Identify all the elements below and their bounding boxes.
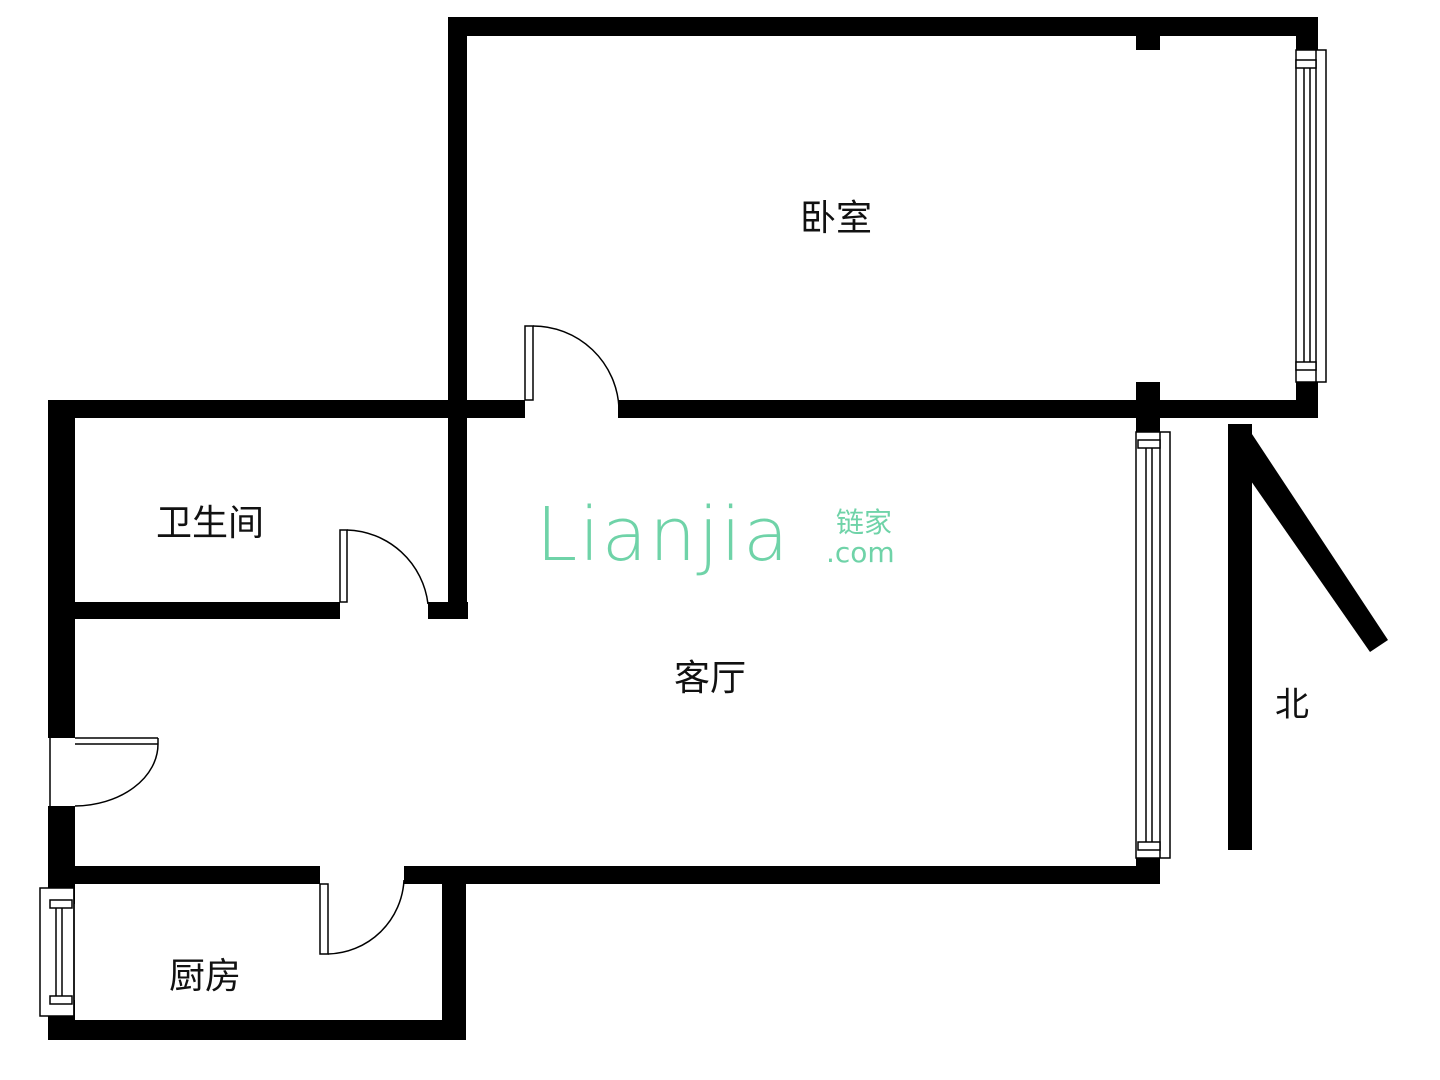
door-kitchen	[319, 879, 405, 955]
room-label-bedroom: 卧室	[800, 198, 872, 239]
north-arrow	[1228, 424, 1388, 850]
room-label-kitchen: 厨房	[169, 956, 241, 997]
north-arrow-diagonal	[1228, 424, 1388, 652]
window-living	[1135, 431, 1171, 859]
watermark-cn: 链家	[836, 506, 892, 539]
window-kitchen	[39, 887, 75, 1017]
wall-bathroom-bottom	[48, 602, 340, 619]
room-label-living: 客厅	[674, 658, 746, 699]
wall-kitchen-right	[442, 866, 466, 1040]
wall-living-bottom-right	[404, 866, 1160, 884]
wall-bedroom-bottom-left	[467, 400, 525, 418]
door-entrance	[49, 737, 159, 807]
watermark-main: Lianjia	[536, 492, 791, 578]
room-label-bathroom: 卫生间	[156, 503, 264, 544]
watermark-logo: Lianjia 链家 .com	[536, 492, 895, 578]
watermark-domain: .com	[826, 536, 895, 569]
wall-bedroom-bottom-right	[618, 400, 1318, 418]
wall-left-top	[48, 400, 468, 418]
wall-left-outer	[48, 400, 75, 738]
wall-stub-top	[1136, 34, 1160, 50]
wall-bedroom-left	[448, 17, 467, 617]
door-bedroom	[524, 325, 620, 409]
wall-kitchen-bottom	[48, 1020, 466, 1040]
wall-bathroom-bottom-r	[428, 602, 468, 619]
door-bathroom	[339, 529, 429, 605]
wall-living-bottom-left	[48, 866, 320, 884]
doors	[49, 325, 620, 955]
north-arrow-stem	[1228, 424, 1252, 850]
compass-label: 北	[1275, 685, 1309, 725]
wall-bedroom-top	[448, 17, 1318, 36]
window-bedroom	[1295, 49, 1327, 383]
windows	[39, 49, 1327, 1017]
